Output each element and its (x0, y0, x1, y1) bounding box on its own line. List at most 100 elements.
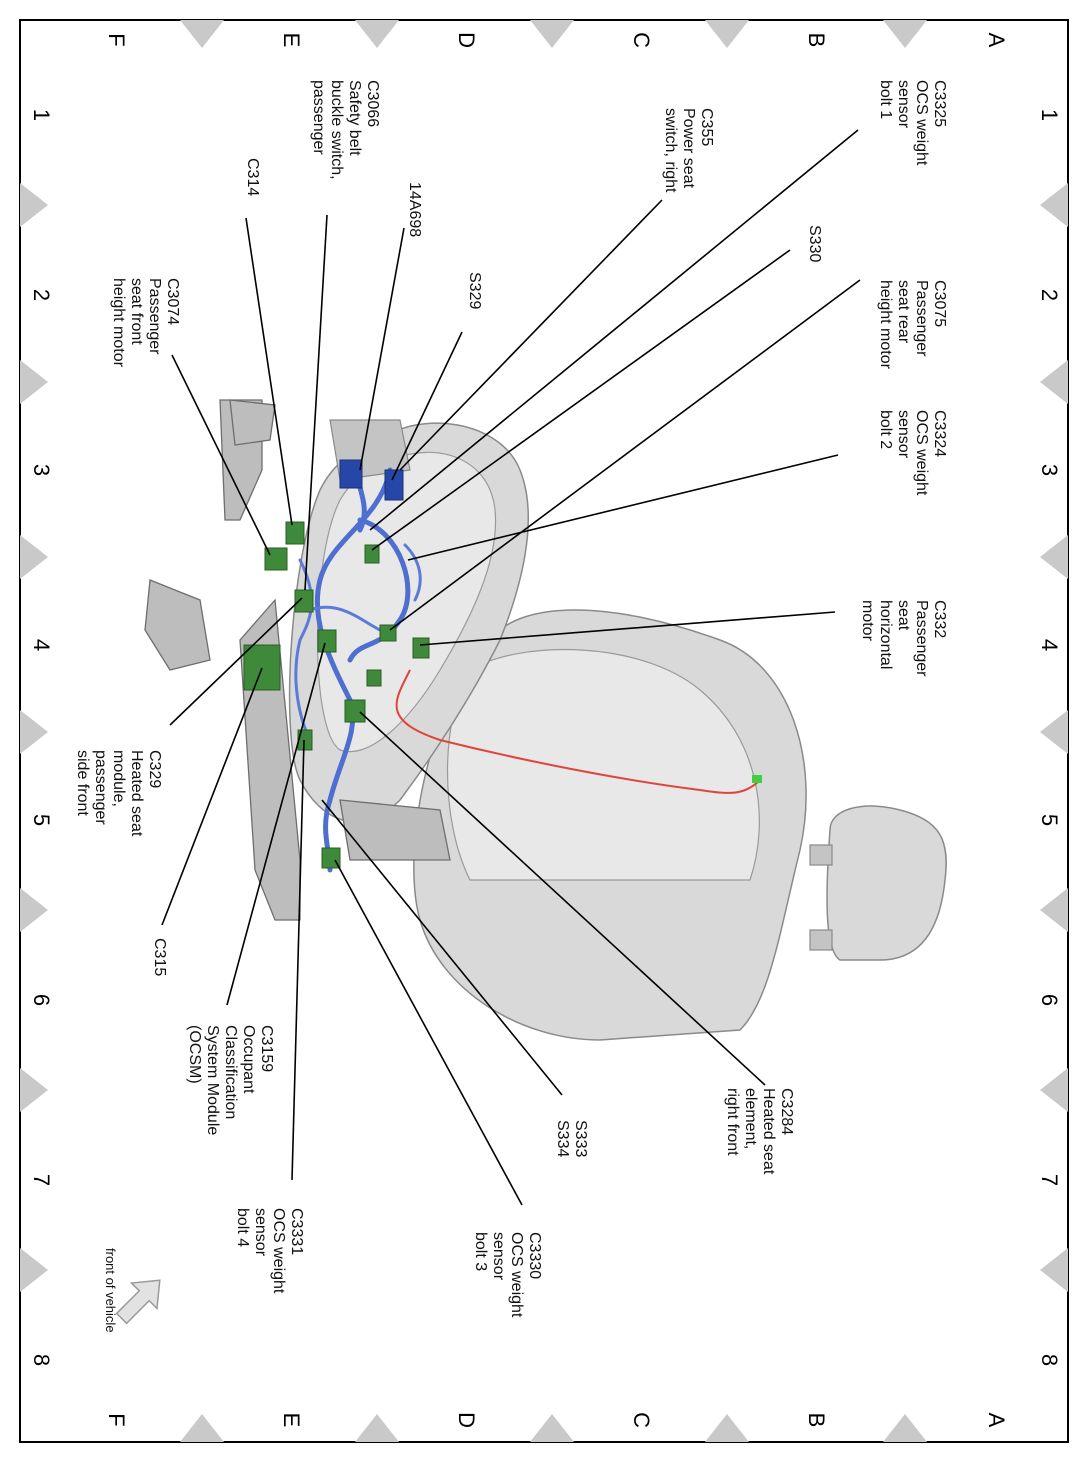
callout-line: Passenger (146, 278, 163, 355)
leader-c3066 (304, 214, 328, 591)
callout-line: sensor (252, 1208, 269, 1257)
callout-line: height motor (110, 278, 127, 368)
seat-recliner (339, 799, 451, 861)
callout-line: Classification (222, 1025, 239, 1119)
callout-line: Power seat (680, 108, 697, 189)
seat-bracket-front (144, 579, 211, 671)
row-label-bottom-E: E (279, 1413, 304, 1428)
leader-c3325 (369, 129, 859, 531)
row-label-bottom-B: B (804, 1413, 829, 1428)
callout-line: sensor (895, 80, 912, 129)
leader-s330 (371, 249, 791, 551)
grid-marker-left-5 (20, 1068, 48, 1112)
grid-marker-bottom-4 (180, 1414, 224, 1442)
callout-c314: C314 (244, 158, 261, 196)
callout-line: seat (895, 600, 912, 631)
grid-marker-top-3 (355, 20, 399, 48)
column-label-left-1: 1 (29, 109, 54, 121)
grid-marker-top-0 (883, 20, 927, 48)
connector-c3284 (344, 699, 366, 723)
callout-line: sensor (895, 410, 912, 459)
connector-c314 (285, 521, 305, 545)
leader-s333 (321, 799, 563, 1096)
grid-marker-right-4 (1040, 888, 1068, 932)
front-of-vehicle-indicator: front of vehicle (103, 1248, 161, 1333)
callout-line: S333 (572, 1120, 589, 1157)
callout-line: module, (110, 750, 127, 807)
callout-line: Occupant (240, 1025, 257, 1094)
grid-marker-left-3 (20, 710, 48, 754)
leader-c3330 (334, 859, 523, 1206)
callout-line: bolt 3 (472, 1232, 489, 1271)
column-label-left-4: 4 (29, 639, 54, 651)
harness-main (314, 467, 393, 873)
grid-marker-left-0 (20, 183, 48, 227)
callout-line: Heated seat (760, 1088, 777, 1175)
connector-c3330 (321, 847, 341, 869)
heater-connector (752, 775, 762, 783)
callout-line: S334 (554, 1120, 571, 1157)
callout-line: height motor (877, 280, 894, 370)
callout-line: seat rear (895, 280, 912, 344)
callout-line: (OCSM) (186, 1025, 203, 1084)
callout-line: OCS weight (270, 1208, 287, 1294)
row-label-bottom-F: F (104, 1413, 129, 1426)
column-label-right-7: 7 (1037, 1174, 1062, 1186)
grid-marker-left-4 (20, 888, 48, 932)
leader-c355 (399, 199, 663, 471)
callout-line: passenger (92, 750, 109, 825)
seat-bracket-rear (229, 399, 276, 446)
leader-c3159 (226, 642, 326, 1006)
column-label-right-4: 4 (1037, 639, 1062, 651)
callout-line: C314 (244, 158, 261, 196)
leader-c3075 (389, 279, 861, 631)
connector-s333 (366, 669, 382, 687)
leader-c3331 (291, 739, 305, 1181)
callout-line: seat front (128, 278, 145, 345)
column-label-right-1: 1 (1037, 109, 1062, 121)
leader-s329 (391, 331, 463, 481)
callout-line: Passenger (913, 280, 930, 357)
column-label-right-6: 6 (1037, 994, 1062, 1006)
grid-marker-right-3 (1040, 710, 1068, 754)
grid-marker-right-1 (1040, 360, 1068, 404)
column-label-right-3: 3 (1037, 464, 1062, 476)
column-label-left-3: 3 (29, 464, 54, 476)
row-label-bottom-A: A (984, 1413, 1009, 1428)
callout-line: 14A698 (406, 182, 423, 237)
callout-line: motor (859, 600, 876, 642)
callout-14a698: 14A698 (406, 182, 423, 237)
callout-line: C315 (151, 938, 168, 976)
callout-line: Heated seat (128, 750, 145, 837)
grid-marker-top-2 (530, 20, 574, 48)
grid-marker-bottom-1 (705, 1414, 749, 1442)
leader-c3324 (407, 454, 839, 561)
callout-line: C3066 (364, 80, 381, 127)
row-label-top-F: F (104, 33, 129, 46)
callout-line: Passenger (913, 600, 930, 677)
row-label-top-C: C (629, 32, 654, 48)
harness-branch-3 (308, 605, 382, 632)
callout-line: C3331 (288, 1208, 305, 1255)
seat-illustration (144, 399, 947, 1041)
grid-marker-bottom-3 (355, 1414, 399, 1442)
grid-marker-right-5 (1040, 1068, 1068, 1112)
grid-marker-left-6 (20, 1248, 48, 1292)
harness-branch-4 (403, 543, 422, 602)
connector-c332 (412, 637, 430, 659)
callout-line: S330 (806, 225, 823, 262)
row-label-bottom-C: C (629, 1412, 654, 1428)
column-label-left-5: 5 (29, 814, 54, 826)
leader-14a698 (359, 227, 405, 471)
column-label-right-2: 2 (1037, 289, 1062, 301)
leader-lines (161, 129, 861, 1206)
